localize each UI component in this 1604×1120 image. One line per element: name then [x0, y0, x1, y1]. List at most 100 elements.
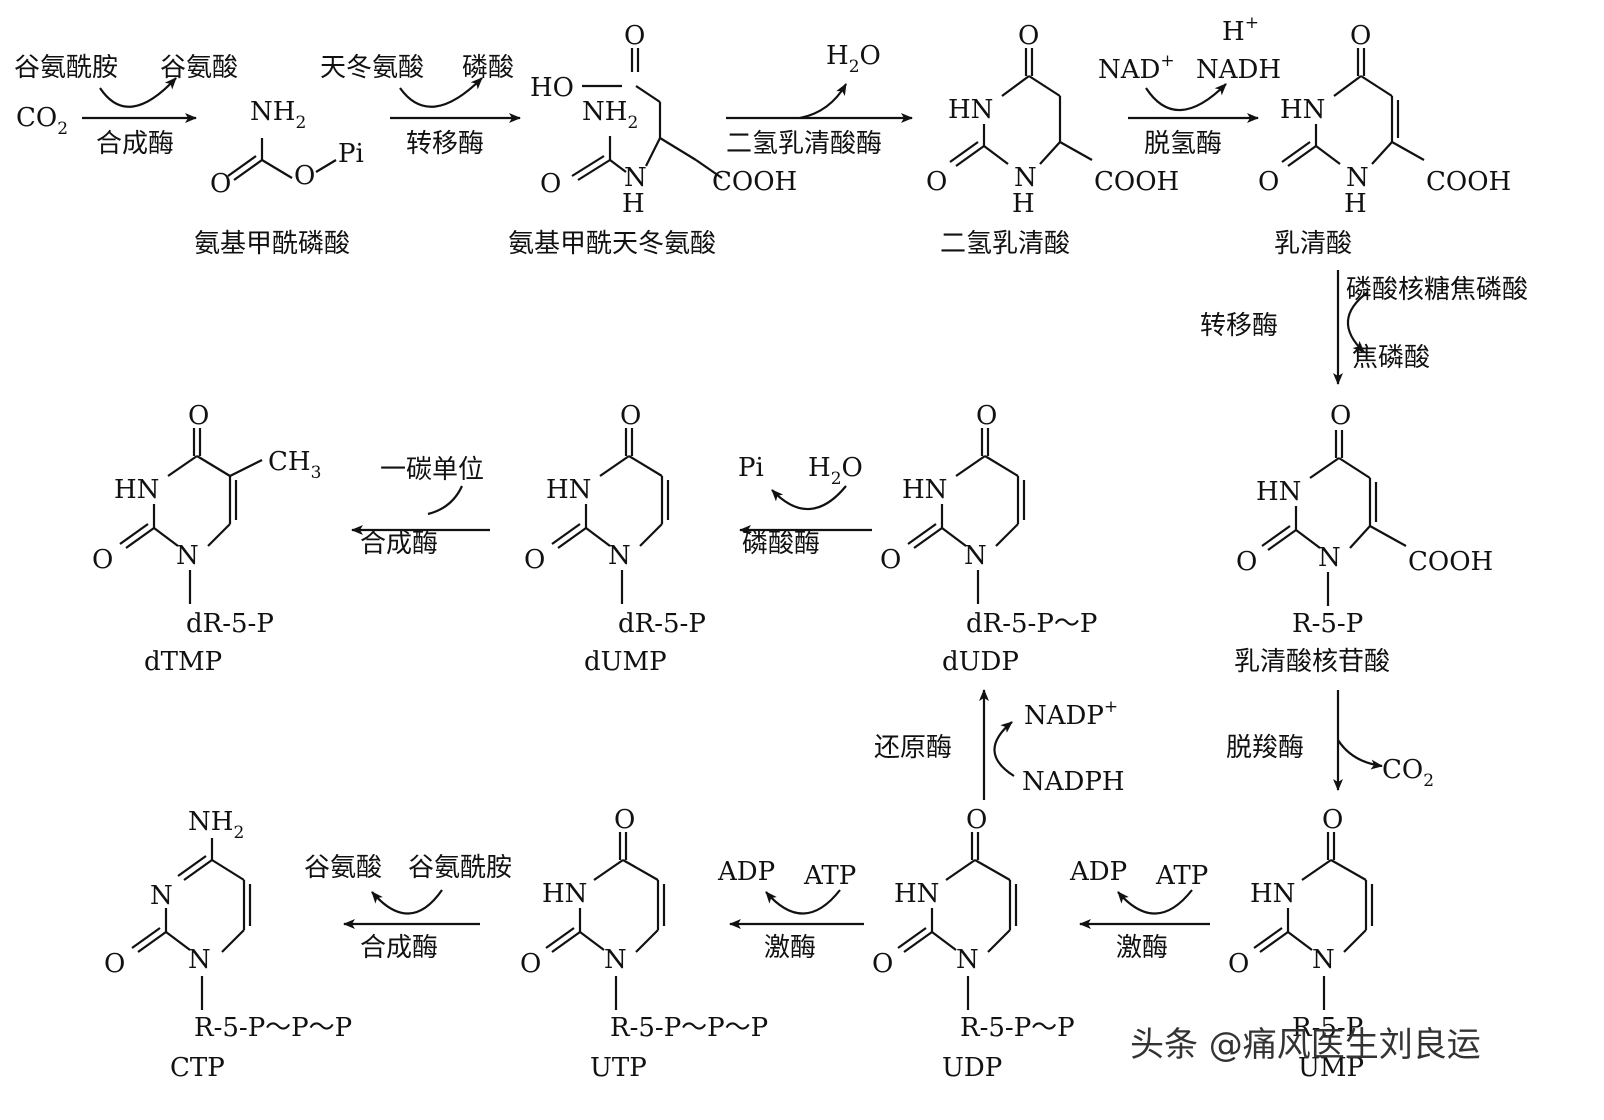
- step2-reactant: 天冬氨酸: [320, 53, 424, 83]
- vertical3-reactant: NADPH: [1022, 767, 1125, 797]
- curve-step3: [799, 83, 847, 120]
- vertical2-enzyme: 脱羧酶: [1226, 733, 1304, 763]
- mol1-pi: Pi: [338, 139, 364, 169]
- dtmp-ch3: CH3: [268, 447, 321, 483]
- vertical3-enzyme: 还原酶: [874, 733, 952, 763]
- mol4-h: H: [1344, 189, 1367, 219]
- mol3-cooh: COOH: [1094, 167, 1179, 197]
- dudp-o-top: O: [976, 401, 997, 431]
- step2-enzyme: 转移酶: [406, 129, 484, 159]
- step4-hplus: H+: [1222, 13, 1259, 47]
- ctp-sugar: R-5-P～P～P: [194, 1013, 352, 1043]
- step-ump-udp-reactant: ATP: [1155, 861, 1208, 891]
- vertical1-product: 焦磷酸: [1352, 343, 1430, 373]
- step1-enzyme: 合成酶: [96, 129, 174, 159]
- dtmp-sugar: dR-5-P: [186, 609, 274, 639]
- step-dudp-dump-product: Pi: [738, 453, 764, 483]
- udp-o: O: [872, 949, 893, 979]
- dudp-hn: HN: [902, 475, 947, 505]
- curve-dudp-dump: [771, 485, 847, 511]
- curve-vertical3: [993, 721, 1015, 777]
- mol4-n: N: [1346, 163, 1369, 193]
- ump-sugar: R-5-P: [1292, 1013, 1363, 1043]
- mol4-cooh: COOH: [1426, 167, 1511, 197]
- step4-product: NADH: [1196, 55, 1281, 85]
- utp-sugar: R-5-P～P～P: [610, 1013, 768, 1043]
- vertical2-product: CO2: [1382, 755, 1434, 791]
- ctp-n3: N: [150, 881, 173, 911]
- step-udp-utp-enzyme: 激酶: [764, 933, 816, 963]
- omp-sugar: R-5-P: [1292, 609, 1363, 639]
- step-utp-ctp-reactant: 谷氨酰胺: [408, 853, 512, 883]
- mol2-n: N: [624, 163, 647, 193]
- step-udp-utp-reactant: ATP: [803, 861, 856, 891]
- dump-sugar: dR-5-P: [618, 609, 706, 639]
- curve-ump-udp: [1117, 889, 1193, 915]
- utp-name: UTP: [590, 1053, 647, 1083]
- dudp-name: dUDP: [942, 647, 1019, 677]
- curve-step1: [99, 77, 177, 108]
- step1-reactant: 谷氨酰胺: [14, 53, 118, 83]
- mol3-o-top: O: [1018, 21, 1039, 51]
- ump-o-top: O: [1322, 805, 1343, 835]
- mol2-o: O: [540, 169, 561, 199]
- mol2-name: 氨基甲酰天冬氨酸: [508, 229, 716, 259]
- utp-o-top: O: [614, 805, 635, 835]
- mol2-o-top: O: [624, 21, 645, 51]
- udp-o-top: O: [966, 805, 987, 835]
- udp-hn: HN: [894, 879, 939, 909]
- udp-sugar: R-5-P～P: [960, 1013, 1075, 1043]
- step-utp-ctp-enzyme: 合成酶: [360, 933, 438, 963]
- mol3-name: 二氢乳清酸: [940, 229, 1070, 259]
- utp-hn: HN: [542, 879, 587, 909]
- step3-product: H2O: [826, 41, 881, 77]
- utp-n: N: [604, 945, 627, 975]
- dump-n: N: [608, 541, 631, 571]
- mol2-ho: HO: [530, 73, 574, 103]
- mol4-o: O: [1258, 167, 1279, 197]
- dudp-o: O: [880, 545, 901, 575]
- omp-cooh: COOH: [1408, 547, 1493, 577]
- mol3-o: O: [926, 167, 947, 197]
- ctp-nh2: NH2: [188, 807, 244, 843]
- curve-udp-utp: [765, 889, 841, 915]
- dudp-sugar: dR-5-P～P: [966, 609, 1097, 639]
- utp-o: O: [520, 949, 541, 979]
- mol3-n: N: [1014, 163, 1037, 193]
- omp-name: 乳清酸核苷酸: [1234, 647, 1390, 677]
- mol4-name: 乳清酸: [1274, 229, 1352, 259]
- watermark: 头条 @痛风医生刘良运: [1130, 1025, 1481, 1065]
- dtmp-o-top: O: [188, 401, 209, 431]
- step-utp-ctp-product: 谷氨酸: [304, 853, 382, 883]
- step4-enzyme: 脱氢酶: [1144, 129, 1222, 159]
- step3-enzyme: 二氢乳清酸酶: [726, 129, 882, 159]
- ump-name: UMP: [1298, 1053, 1364, 1083]
- step4-reactant: NAD+: [1098, 51, 1175, 85]
- curve-vertical1: [1346, 291, 1369, 353]
- curve-utp-ctp: [371, 889, 443, 915]
- step-dudp-dump-enzyme: 磷酸酶: [742, 529, 820, 559]
- ctp-n: N: [188, 945, 211, 975]
- ump-o: O: [1228, 949, 1249, 979]
- step2-product: 磷酸: [462, 53, 514, 83]
- dump-o: O: [524, 545, 545, 575]
- omp-o: O: [1236, 547, 1257, 577]
- dudp-n: N: [964, 541, 987, 571]
- mol4-o-top: O: [1350, 21, 1371, 51]
- mol1-nh2: NH2: [250, 97, 306, 133]
- step-dump-dtmp-enzyme: 合成酶: [360, 529, 438, 559]
- mol1-name: 氨基甲酰磷酸: [194, 229, 350, 259]
- mol3-h: H: [1012, 189, 1035, 219]
- step-ump-udp-product: ADP: [1069, 857, 1127, 887]
- curve-step4: [1145, 83, 1227, 112]
- step-dump-dtmp-reactant: 一碳单位: [380, 455, 484, 485]
- step1-product: 谷氨酸: [160, 53, 238, 83]
- omp-n: N: [1318, 543, 1341, 573]
- ump-hn: HN: [1250, 879, 1295, 909]
- vertical3-product: NADP+: [1024, 697, 1118, 731]
- ctp-o: O: [104, 949, 125, 979]
- udp-n: N: [956, 945, 979, 975]
- dump-hn: HN: [546, 475, 591, 505]
